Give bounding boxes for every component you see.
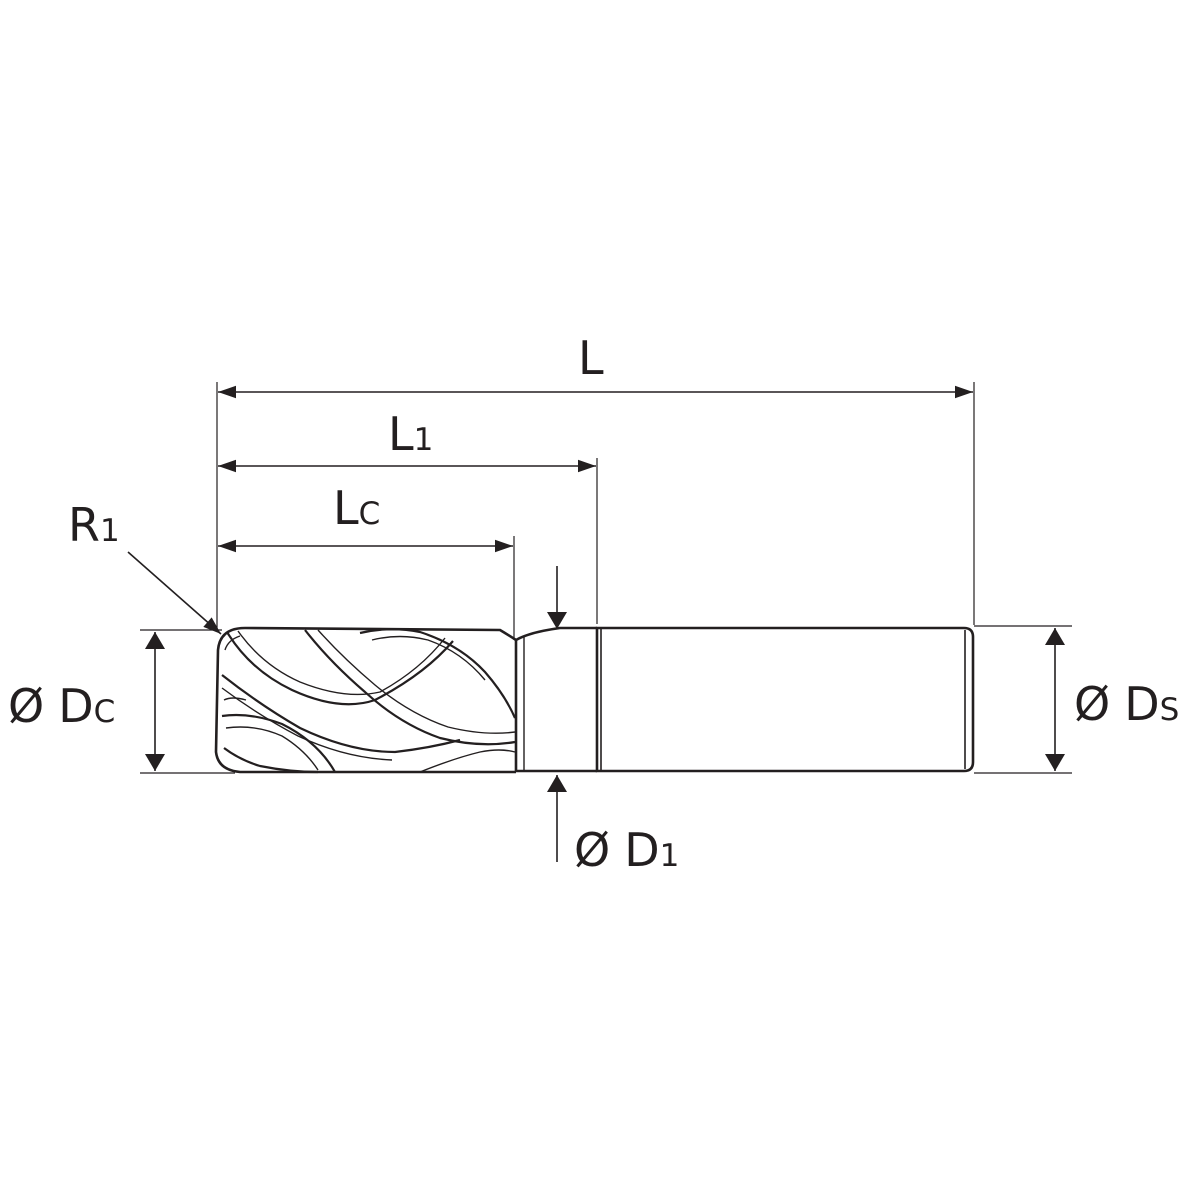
label-Lc: LC	[333, 481, 380, 535]
neck	[514, 626, 597, 773]
label-R1: R1	[68, 498, 120, 552]
leader-R1	[127, 551, 222, 635]
extension-lines	[140, 382, 1072, 774]
shank	[595, 626, 975, 773]
label-L: L	[578, 331, 604, 385]
label-L1: L1	[388, 407, 433, 461]
cutting-flutes	[214, 626, 517, 774]
